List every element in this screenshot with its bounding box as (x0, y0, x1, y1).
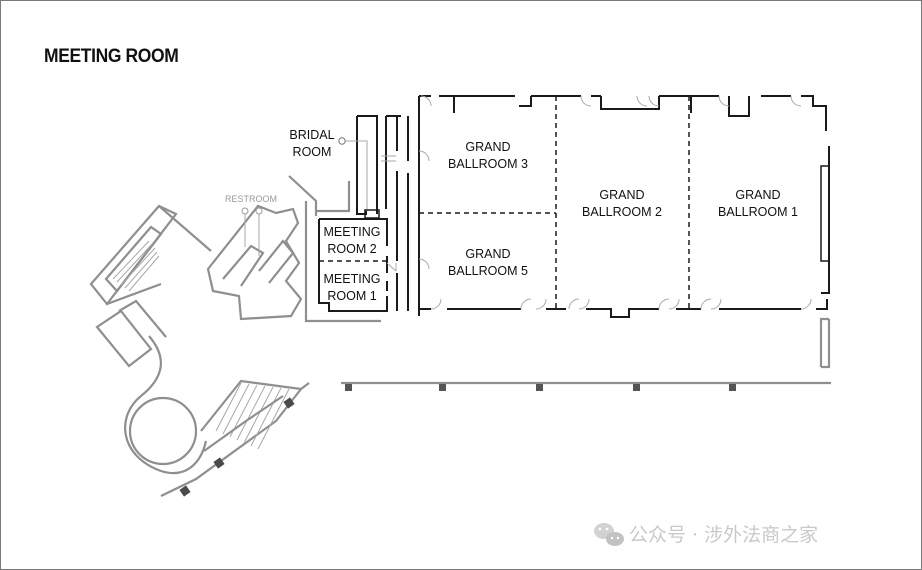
room-label-line: MEETING (324, 272, 381, 286)
label-meeting-room-1: MEETING ROOM 1 (324, 272, 381, 303)
room-label-line: BALLROOM 3 (448, 157, 528, 171)
room-label-line: BALLROOM 2 (582, 205, 662, 219)
room-label-line: MEETING (324, 225, 381, 239)
ballroom-hall (418, 95, 830, 318)
label-grand-ballroom-1: GRAND BALLROOM 1 (718, 188, 798, 219)
label-grand-ballroom-2: GRAND BALLROOM 2 (582, 188, 662, 219)
watermark: 公众号 · 涉外法商之家 (594, 523, 818, 546)
corridor-walls (381, 116, 409, 311)
room-label-line: BALLROOM 1 (718, 205, 798, 219)
label-grand-ballroom-3: GRAND BALLROOM 3 (448, 140, 528, 171)
restroom-block (206, 175, 381, 323)
room-label-line: GRAND (599, 188, 644, 202)
label-restroom: RESTROOM (225, 194, 277, 204)
meeting-rooms-block (318, 209, 388, 312)
watermark-text: 公众号 · 涉外法商之家 (629, 524, 818, 546)
room-label-line: ROOM 2 (327, 242, 376, 256)
room-label-line: ROOM (293, 145, 332, 159)
lower-left-structures (95, 299, 310, 497)
room-label-line: GRAND (465, 140, 510, 154)
stairwell-block (89, 204, 212, 306)
room-label-line: BALLROOM 5 (448, 264, 528, 278)
label-grand-ballroom-5: GRAND BALLROOM 5 (448, 247, 528, 278)
wechat-icon (594, 523, 624, 546)
room-label-line: BRIDAL (289, 128, 334, 142)
page-title: MEETING ROOM (44, 46, 179, 67)
label-meeting-room-2: MEETING ROOM 2 (324, 225, 381, 256)
bridal-room-area (315, 115, 401, 215)
right-side-structures (341, 317, 831, 391)
room-label-line: ROOM 1 (327, 289, 376, 303)
room-label-line: GRAND (465, 247, 510, 261)
label-bridal-room: BRIDAL ROOM (289, 128, 334, 159)
room-label-line: GRAND (735, 188, 780, 202)
